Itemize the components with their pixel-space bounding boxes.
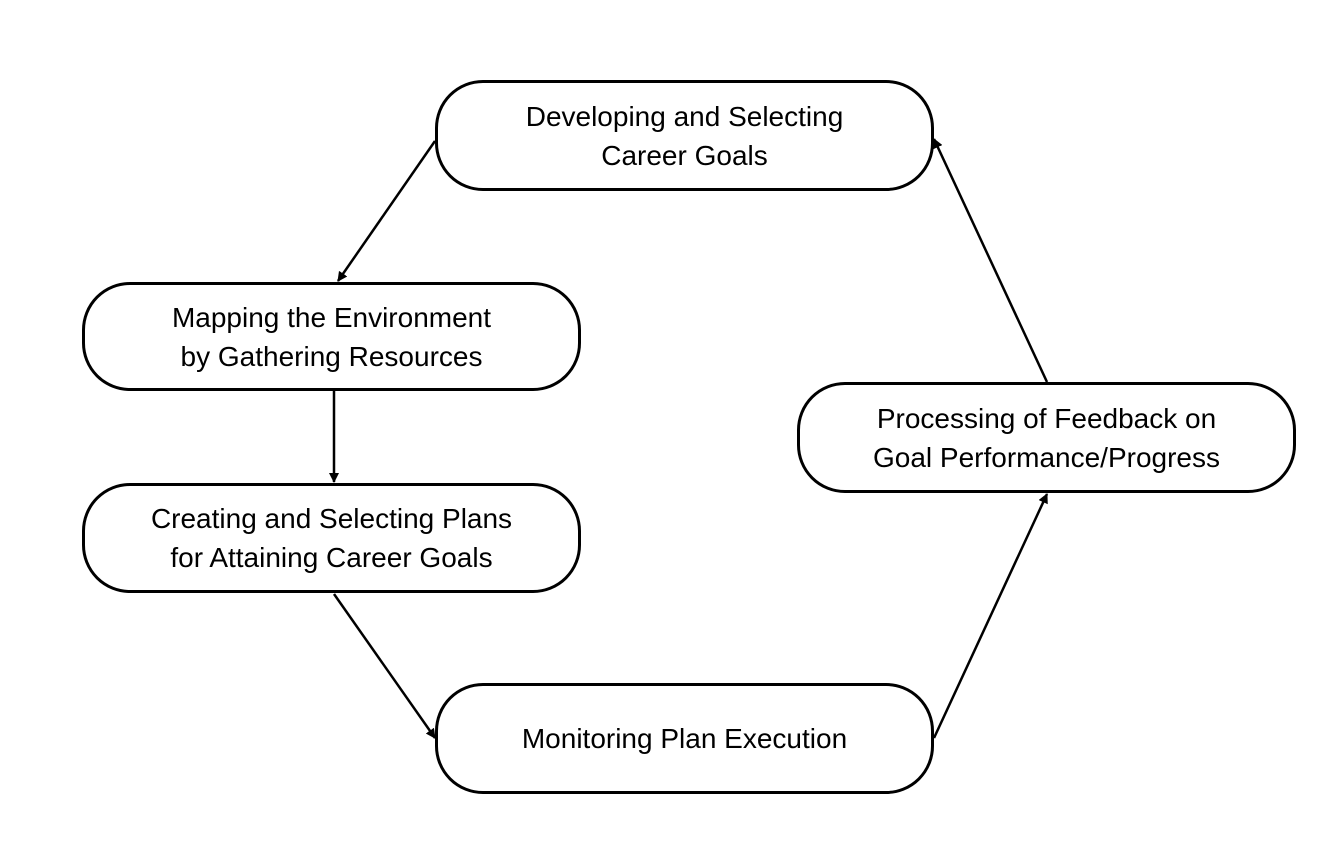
node-label-line: Goal Performance/Progress (872, 441, 1221, 473)
node-label-line: Creating and Selecting Plans (150, 503, 513, 534)
node-label-line: Career Goals (601, 139, 768, 171)
edge-feedback-to-goals (932, 138, 1049, 383)
edge-plans-to-monitor (332, 593, 437, 739)
node-label-line: Processing of Feedback on (876, 402, 1217, 434)
node-label-line: Monitoring Plan Execution (521, 723, 848, 754)
node-developing-career-goals: Developing and Selecting Career Goals (435, 80, 934, 191)
node-label-line: Developing and Selecting (525, 100, 844, 132)
node-creating-plans: Creating and Selecting Plans for Attaini… (82, 483, 581, 593)
node-label-line: Mapping the Environment (171, 301, 492, 333)
node-label-line: for Attaining Career Goals (170, 542, 493, 573)
node-label-line: by Gathering Resources (180, 340, 483, 372)
node-monitoring-plan-execution: Monitoring Plan Execution (435, 683, 934, 794)
edge-monitor-to-feedback (932, 493, 1049, 739)
edge-goals-to-mapping (336, 140, 437, 282)
node-mapping-environment: Mapping the Environment by Gathering Res… (82, 282, 581, 391)
node-processing-feedback: Processing of Feedback on Goal Performan… (797, 382, 1296, 493)
